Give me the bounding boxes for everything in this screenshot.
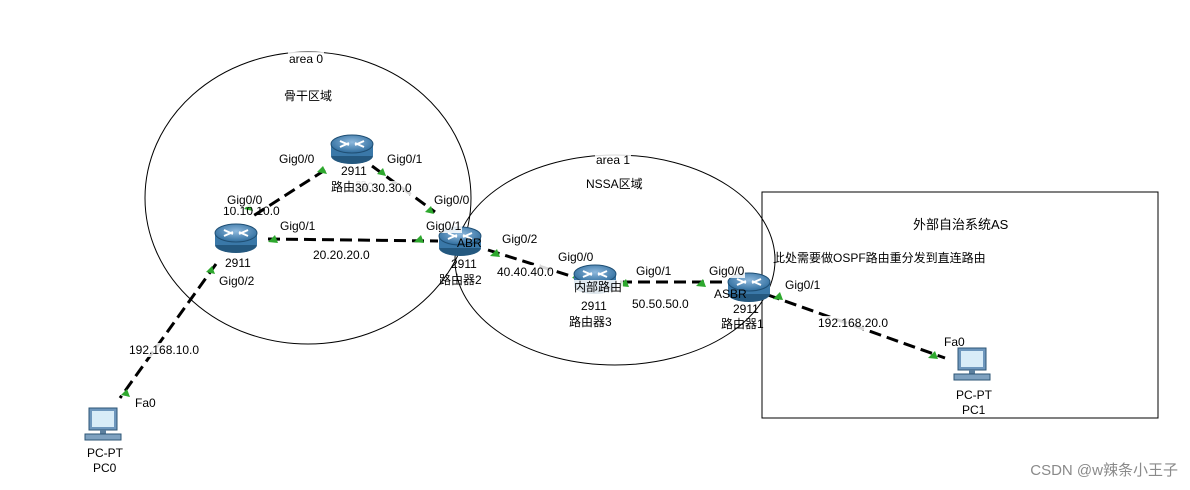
port-marker	[696, 279, 706, 287]
r3-g01-label: Gig0/1	[635, 264, 673, 278]
area1-label: area 1	[595, 153, 632, 167]
router-left-model: 2911	[225, 256, 251, 270]
link-left-r2	[267, 237, 439, 243]
external-as-note: 此处需要做OSPF路由重分发到直连路由	[773, 251, 986, 265]
router-left-icon[interactable]	[214, 223, 258, 254]
net40-label: 40.40.40.0	[496, 265, 555, 279]
pc0-type: PC-PT	[87, 446, 123, 460]
router-top-icon[interactable]	[330, 134, 374, 165]
r1-g01-label: Gig0/1	[784, 278, 822, 292]
left-g01-label: Gig0/1	[279, 219, 317, 233]
pc0-icon[interactable]	[84, 407, 122, 441]
port-marker	[317, 166, 327, 174]
top-g01-label: Gig0/1	[386, 152, 424, 166]
area1-desc: NSSA区域	[586, 177, 643, 191]
external-as-title: 外部自治系统AS	[913, 217, 1009, 232]
router3-role: 内部路由	[573, 280, 624, 294]
net19220-label: 192.168.20.0	[817, 316, 890, 330]
port-marker	[206, 266, 215, 274]
external-as-box	[761, 191, 1159, 419]
pc0-fa0-label: Fa0	[135, 396, 156, 410]
router1-model: 2911	[733, 302, 759, 316]
link-r2-r3	[487, 248, 578, 280]
net50-label: 50.50.50.0	[631, 297, 690, 311]
r2-g02-label: Gig0/2	[501, 232, 539, 246]
link-top-left	[249, 168, 326, 220]
net10-label: 10.10.10.0	[223, 204, 280, 218]
area0-desc: 骨干区域	[284, 89, 333, 103]
net20-label: 20.20.20.0	[312, 248, 371, 262]
r2-g01-label: Gig0/1	[425, 219, 463, 233]
r1-g00-label: Gig0/0	[708, 264, 746, 278]
pc1-name: PC1	[962, 403, 986, 417]
pc1-fa0-label: Fa0	[944, 335, 965, 349]
top-g00-label: Gig0/0	[278, 152, 316, 166]
port-marker	[490, 249, 500, 257]
router3-name: 路由器3	[569, 315, 612, 329]
router1-role: ASBR	[714, 287, 747, 301]
router3-model: 2911	[581, 299, 607, 313]
pc1-type: PC-PT	[956, 388, 992, 402]
net30-label: 30.30.30.0	[354, 181, 413, 195]
port-marker	[377, 168, 386, 176]
port-marker	[928, 351, 938, 359]
port-marker	[414, 235, 424, 243]
link-left-pc0	[118, 263, 218, 399]
port-marker	[773, 292, 783, 300]
router2-role: ABR	[457, 236, 482, 250]
pc1-icon[interactable]	[953, 347, 991, 381]
area0-label: area 0	[288, 52, 325, 66]
port-markers	[121, 166, 938, 397]
left-g02-label: Gig0/2	[219, 274, 255, 288]
pc0-name: PC0	[93, 461, 117, 475]
port-marker	[425, 206, 434, 214]
router-top-model: 2911	[341, 164, 367, 178]
port-marker	[268, 235, 278, 243]
router2-model: 2911	[451, 257, 477, 271]
left-g00-label: Gig0/0	[226, 193, 264, 207]
watermark: CSDN @w辣条小王子	[1030, 462, 1178, 479]
r3-g00-label: Gig0/0	[557, 250, 595, 264]
router2-name: 路由器2	[439, 273, 482, 287]
router1-name: 路由器1	[721, 317, 764, 331]
port-marker	[121, 389, 130, 397]
r2-g00-label: Gig0/0	[433, 193, 471, 207]
net19210-label: 192.168.10.0	[128, 343, 201, 357]
